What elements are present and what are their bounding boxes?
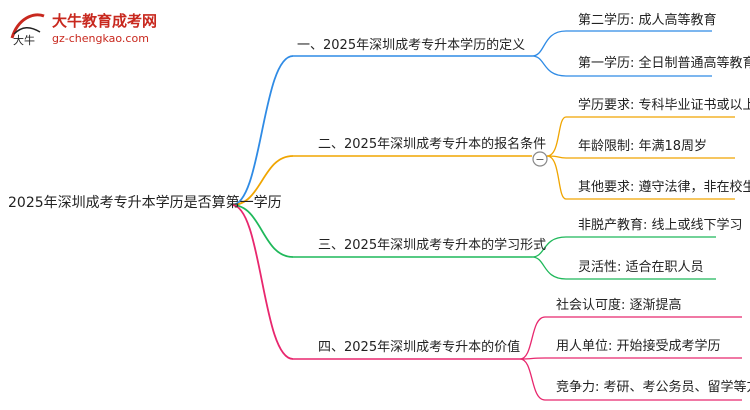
branch-4-to-leaf-1 [519,316,546,360]
leaf-3-2: 灵活性: 适合在职人员 [578,260,704,275]
logo-mark-text: 大牛 [13,33,35,47]
logo-mark-icon: 大牛 [10,13,45,47]
leaf-2-1: 学历要求: 专科毕业证书或以上 [578,98,750,113]
root-to-branch-4 [231,204,294,360]
branch-connectors [231,30,742,401]
root-to-branch-1 [231,55,294,206]
root-to-branch-3 [231,204,294,258]
branch-3-to-leaf-2 [531,256,567,280]
branch-1-to-leaf-1 [531,30,567,57]
leaf-2-3: 其他要求: 遵守法律，非在校生 [578,180,750,195]
branch-4-to-leaf-2 [519,357,546,360]
branch-2-to-leaf-1 [546,116,567,157]
leaf-4-3: 竞争力: 考研、考公务员、留学等方面 [556,380,750,395]
root-to-branch-2 [231,155,294,206]
branch-1-to-leaf-2 [531,55,567,77]
branch-1-label: 一、2025年深圳成考专升本学历的定义 [297,38,526,53]
branch-2-to-leaf-3 [546,155,567,200]
leaf-1-2: 第一学历: 全日制普通高等教育 [578,56,750,71]
collapse-toggle[interactable]: − [532,151,548,167]
leaf-4-1: 社会认可度: 逐渐提高 [556,298,682,313]
leaf-4-2: 用人单位: 开始接受成考学历 [556,339,721,354]
branch-3-label: 三、2025年深圳成考专升本的学习形式 [318,238,547,253]
collapse-toggle-circle [532,151,548,167]
leaf-1-1: 第二学历: 成人高等教育 [578,13,717,28]
root-node: 2025年深圳成考专升本学历是否算第一学历 [8,195,282,211]
branch-2-label: 二、2025年深圳成考专升本的报名条件 [318,137,547,152]
leaf-3-1: 非脱产教育: 线上或线下学习 [578,218,743,233]
branch-4-to-leaf-3 [519,358,546,401]
logo-url: gz-chengkao.com [52,32,149,45]
logo-title: 大牛教育成考网 [52,12,158,30]
branch-4-label: 四、2025年深圳成考专升本的价值 [318,340,521,355]
leaf-2-2: 年龄限制: 年满18周岁 [578,139,708,154]
site-logo: 大牛 大牛教育成考网 gz-chengkao.com [4,4,194,52]
collapse-toggle-symbol: − [535,153,544,166]
branch-3-to-leaf-1 [531,236,567,258]
